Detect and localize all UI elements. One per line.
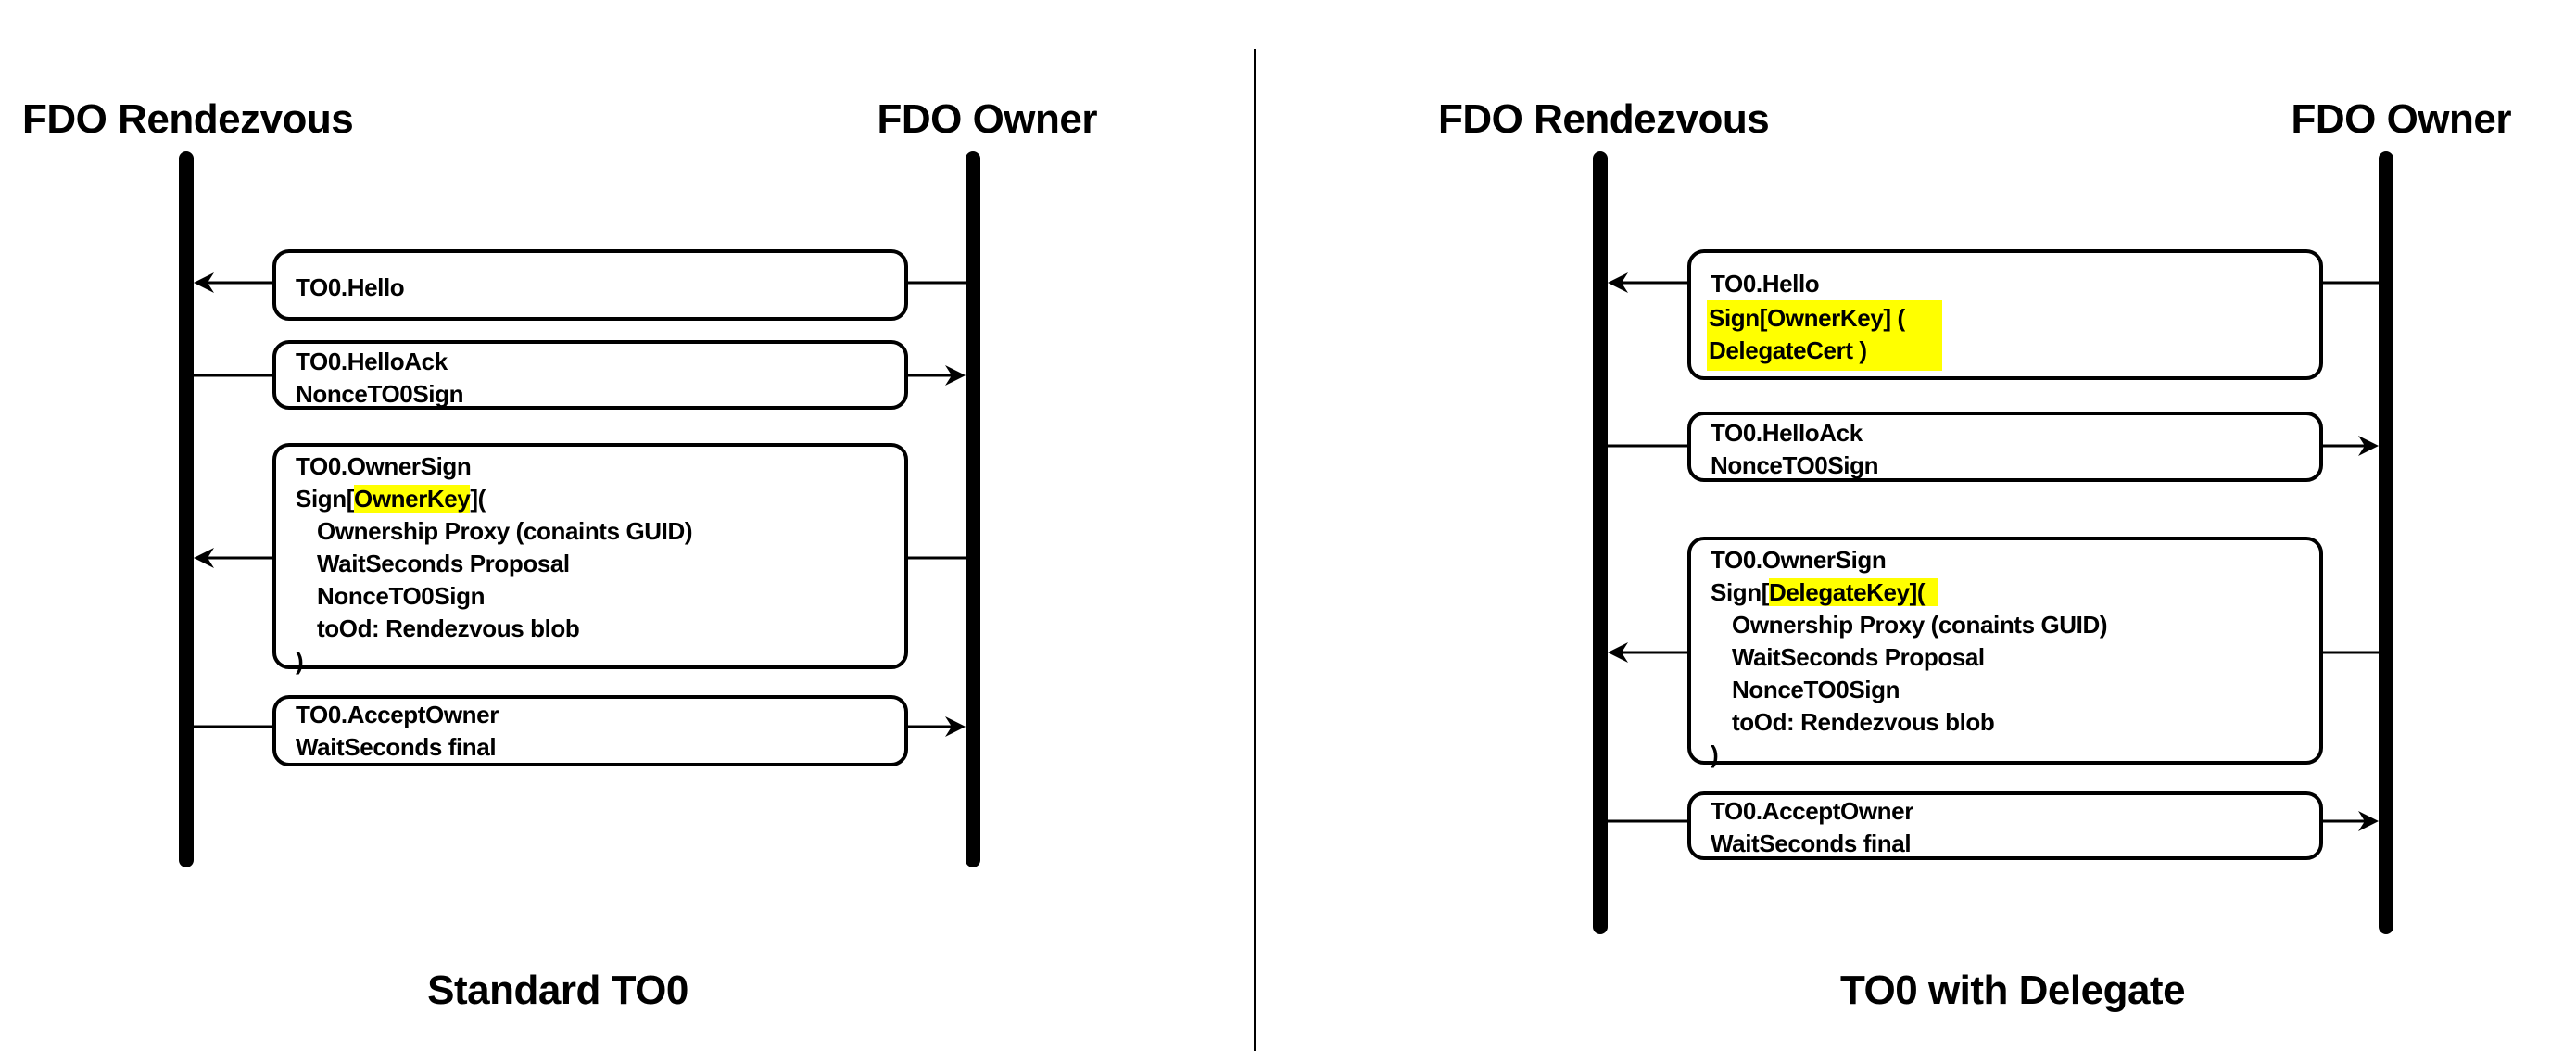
arrow-to-owner — [192, 716, 966, 737]
arrowhead-icon — [1608, 642, 1628, 663]
message-text: toOd: Rendezvous blob — [1732, 708, 1995, 736]
message-line: TO0.AcceptOwner — [1711, 795, 2319, 828]
message-line: Sign[DelegateKey]( — [1711, 576, 2319, 609]
arrow-to-owner — [1606, 811, 2379, 831]
panel-divider — [1254, 49, 1256, 1051]
message-line: Ownership Proxy (conaints GUID) — [1711, 609, 2319, 641]
message-text: NonceTO0Sign — [296, 380, 464, 408]
participant-owner-title: FDO Owner — [2291, 96, 2511, 142]
arrowhead-icon — [1608, 272, 1628, 293]
diagram-caption: TO0 with Delegate — [1839, 968, 2186, 1013]
message-line: WaitSeconds final — [296, 731, 904, 764]
message-text: Sign[ — [1711, 578, 1769, 606]
message-line: toOd: Rendezvous blob — [296, 613, 904, 645]
arrowhead-icon — [194, 272, 214, 293]
message-line: NonceTO0Sign — [1711, 674, 2319, 706]
message-line: TO0.Hello — [296, 272, 904, 304]
message-text: WaitSeconds final — [296, 733, 497, 761]
message-text: WaitSeconds Proposal — [317, 550, 570, 577]
participant-rendezvous-title: FDO Rendezvous — [22, 96, 354, 142]
arrowhead-icon — [945, 716, 966, 737]
message-line: NonceTO0Sign — [1711, 450, 2319, 482]
owner-lifeline — [966, 151, 980, 867]
message-line: DelegateCert ) — [1709, 335, 1905, 367]
arrowhead-icon — [945, 365, 966, 386]
message-text: Sign[OwnerKey] ( — [1709, 304, 1905, 332]
message-text: Ownership Proxy (conaints GUID) — [317, 517, 693, 545]
highlighted-text: DelegateKey]( — [1769, 578, 1938, 606]
message-line: TO0.OwnerSign — [296, 450, 904, 483]
message-text: NonceTO0Sign — [1732, 676, 1900, 703]
arrowhead-icon — [2358, 811, 2379, 831]
message-line: ) — [1711, 739, 2319, 771]
message-line: TO0.Hello — [1711, 268, 2319, 300]
message-line: NonceTO0Sign — [296, 580, 904, 613]
arrowhead-icon — [2358, 436, 2379, 456]
message-text: TO0.HelloAck — [1711, 419, 1863, 447]
arrow-to-rendezvous — [194, 548, 967, 568]
message-line: WaitSeconds Proposal — [296, 548, 904, 580]
message-line: Ownership Proxy (conaints GUID) — [296, 515, 904, 548]
message-text: TO0.AcceptOwner — [1711, 797, 1913, 825]
arrow-to-rendezvous — [194, 272, 967, 293]
message-line: TO0.OwnerSign — [1711, 544, 2319, 576]
message-line: WaitSeconds Proposal — [1711, 641, 2319, 674]
message-text: ]( — [470, 485, 486, 513]
arrow-to-owner — [1606, 436, 2379, 456]
message-text: Sign[ — [296, 485, 354, 513]
message-line: WaitSeconds final — [1711, 828, 2319, 860]
message-text: Ownership Proxy (conaints GUID) — [1732, 611, 2108, 639]
rendezvous-lifeline — [1593, 151, 1608, 934]
message-line: ) — [296, 645, 904, 677]
message-box: TO0.Hello — [272, 249, 908, 321]
message-text: TO0.Hello — [296, 273, 405, 301]
rendezvous-lifeline — [179, 151, 194, 867]
arrow-to-owner — [192, 365, 966, 386]
message-text: TO0.Hello — [1711, 270, 1820, 298]
message-text: TO0.OwnerSign — [296, 452, 472, 480]
arrow-to-rendezvous — [1608, 272, 2380, 293]
message-text: ) — [296, 647, 304, 675]
participant-owner-title: FDO Owner — [877, 96, 1097, 142]
message-text: DelegateCert ) — [1709, 336, 1867, 364]
highlighted-block: Sign[OwnerKey] ( DelegateCert ) — [1707, 300, 1942, 371]
participant-rendezvous-title: FDO Rendezvous — [1438, 96, 1770, 142]
message-text: ) — [1711, 741, 1719, 768]
message-text: TO0.HelloAck — [296, 348, 448, 375]
message-line: NonceTO0Sign — [296, 378, 904, 411]
arrowhead-icon — [194, 548, 214, 568]
arrow-to-rendezvous — [1608, 642, 2380, 663]
message-text: TO0.OwnerSign — [1711, 546, 1887, 574]
message-text: NonceTO0Sign — [1711, 451, 1879, 479]
highlighted-text: OwnerKey — [354, 485, 471, 513]
message-line: TO0.AcceptOwner — [296, 699, 904, 731]
message-line: TO0.HelloAck — [296, 346, 904, 378]
message-text: WaitSeconds final — [1711, 829, 1912, 857]
message-text: NonceTO0Sign — [317, 582, 486, 610]
diagram-caption: Standard TO0 — [427, 968, 688, 1013]
message-text: WaitSeconds Proposal — [1732, 643, 1985, 671]
message-text: TO0.AcceptOwner — [296, 701, 499, 728]
owner-lifeline — [2379, 151, 2393, 934]
message-line: Sign[OwnerKey] ( — [1709, 302, 1905, 335]
message-line: Sign[OwnerKey]( — [296, 483, 904, 515]
message-line: TO0.HelloAck — [1711, 417, 2319, 450]
message-text: toOd: Rendezvous blob — [317, 614, 580, 642]
message-line: toOd: Rendezvous blob — [1711, 706, 2319, 739]
